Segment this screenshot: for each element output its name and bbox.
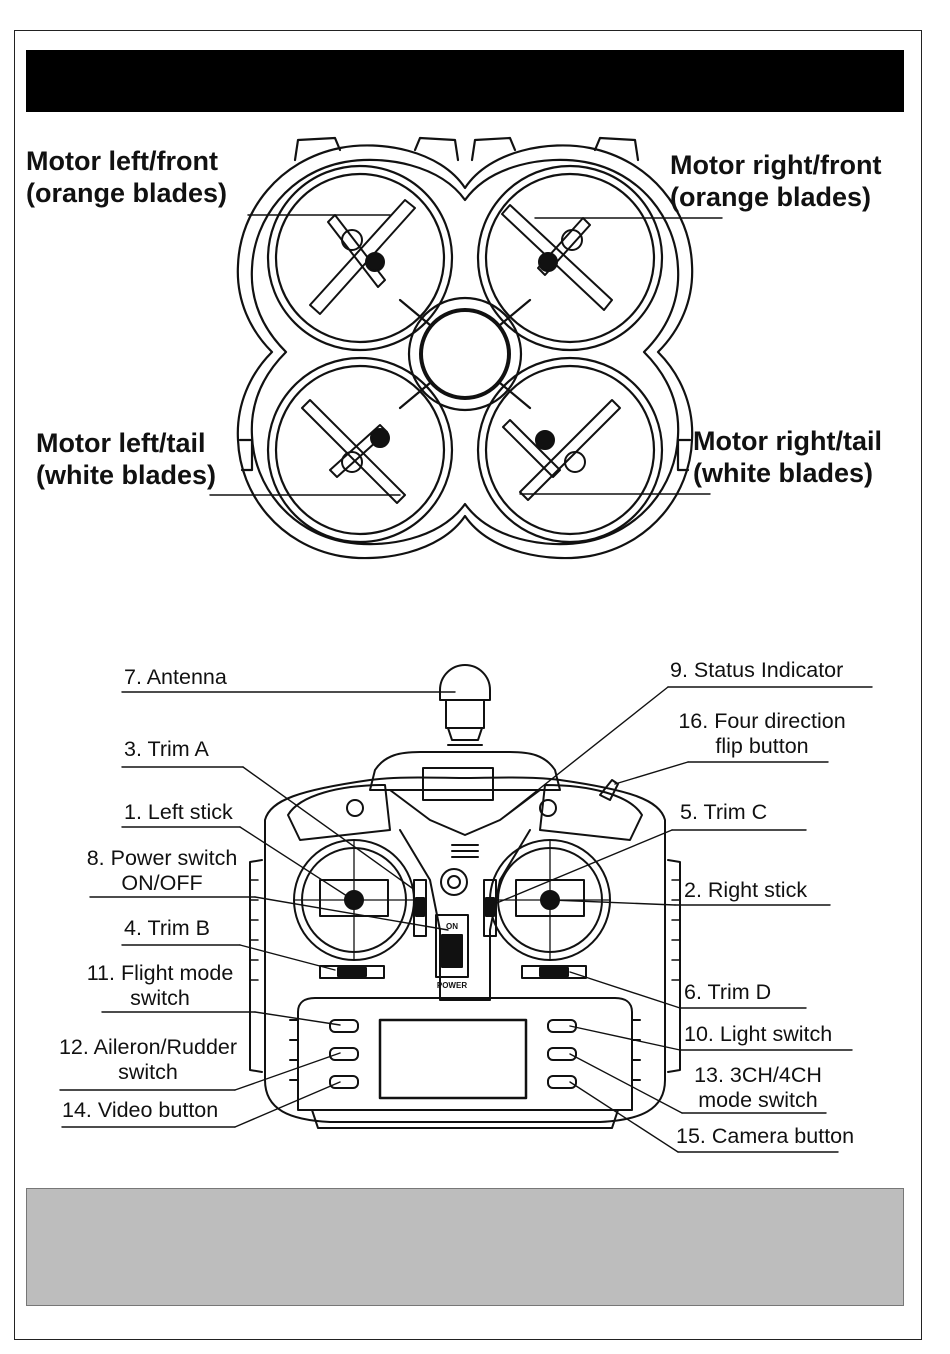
- label-line: 16. Four direction: [678, 709, 846, 733]
- label-flight-mode: 11. Flight mode switch: [74, 961, 246, 1012]
- propeller-right-tail: [502, 399, 621, 501]
- label-line: ON/OFF: [121, 871, 203, 896]
- page-border: [14, 30, 922, 1340]
- label-line: switch: [118, 1060, 178, 1085]
- label-right-stick: 2. Right stick: [684, 878, 808, 902]
- label-motor-left-front: Motor left/front (orange blades): [26, 146, 227, 210]
- propeller-left-tail: [301, 399, 406, 504]
- label-trim-b: 4. Trim B: [124, 916, 211, 940]
- controller-diagram: [249, 664, 681, 1129]
- label-line: (white blades): [693, 457, 874, 488]
- label-aileron-rudder: 12. Aileron/Rudder switch: [42, 1035, 254, 1086]
- label-trim-d: 6. Trim D: [684, 980, 772, 1004]
- label-line: (orange blades): [26, 177, 228, 208]
- label-line: 8. Power switch: [86, 846, 238, 870]
- propeller-left-front: [309, 199, 416, 315]
- footer-bar: [26, 1188, 904, 1306]
- label-motor-right-tail: Motor right/tail (white blades): [693, 426, 882, 490]
- label-trim-c: 5. Trim C: [680, 800, 768, 824]
- label-line: 13. 3CH/4CH: [694, 1063, 822, 1087]
- label-light-switch: 10. Light switch: [684, 1022, 833, 1046]
- label-flip-button: 16. Four direction flip button: [664, 709, 860, 760]
- label-line: switch: [130, 986, 190, 1011]
- label-line: 11. Flight mode: [86, 961, 234, 985]
- label-ch-mode: 13. 3CH/4CH mode switch: [672, 1063, 844, 1114]
- label-line: mode switch: [698, 1088, 818, 1113]
- label-line: Motor right/tail: [693, 426, 882, 456]
- label-line: Motor right/front: [670, 150, 882, 180]
- label-line: Motor left/front: [26, 146, 218, 176]
- label-antenna: 7. Antenna: [124, 665, 227, 689]
- label-left-stick: 1. Left stick: [124, 800, 233, 824]
- drone-diagram: [236, 136, 694, 560]
- label-motor-left-tail: Motor left/tail (white blades): [36, 428, 216, 492]
- label-motor-right-front: Motor right/front (orange blades): [670, 150, 881, 214]
- label-line: 12. Aileron/Rudder: [58, 1035, 238, 1059]
- label-camera-button: 15. Camera button: [676, 1124, 855, 1148]
- label-line: flip button: [715, 734, 809, 759]
- leader-lines: [59, 214, 873, 1153]
- label-line: Motor left/tail: [36, 428, 206, 458]
- propeller-right-front: [501, 204, 613, 311]
- label-trim-a: 3. Trim A: [124, 737, 209, 761]
- header-bar: [26, 50, 904, 112]
- label-line: (orange blades): [670, 181, 872, 212]
- power-label: POWER: [437, 981, 467, 990]
- label-video-button: 14. Video button: [62, 1098, 219, 1122]
- label-power-switch: 8. Power switch ON/OFF: [74, 846, 250, 897]
- label-line: (white blades): [36, 459, 217, 490]
- label-status-indicator: 9. Status Indicator: [670, 658, 844, 682]
- on-label: ON: [446, 922, 458, 931]
